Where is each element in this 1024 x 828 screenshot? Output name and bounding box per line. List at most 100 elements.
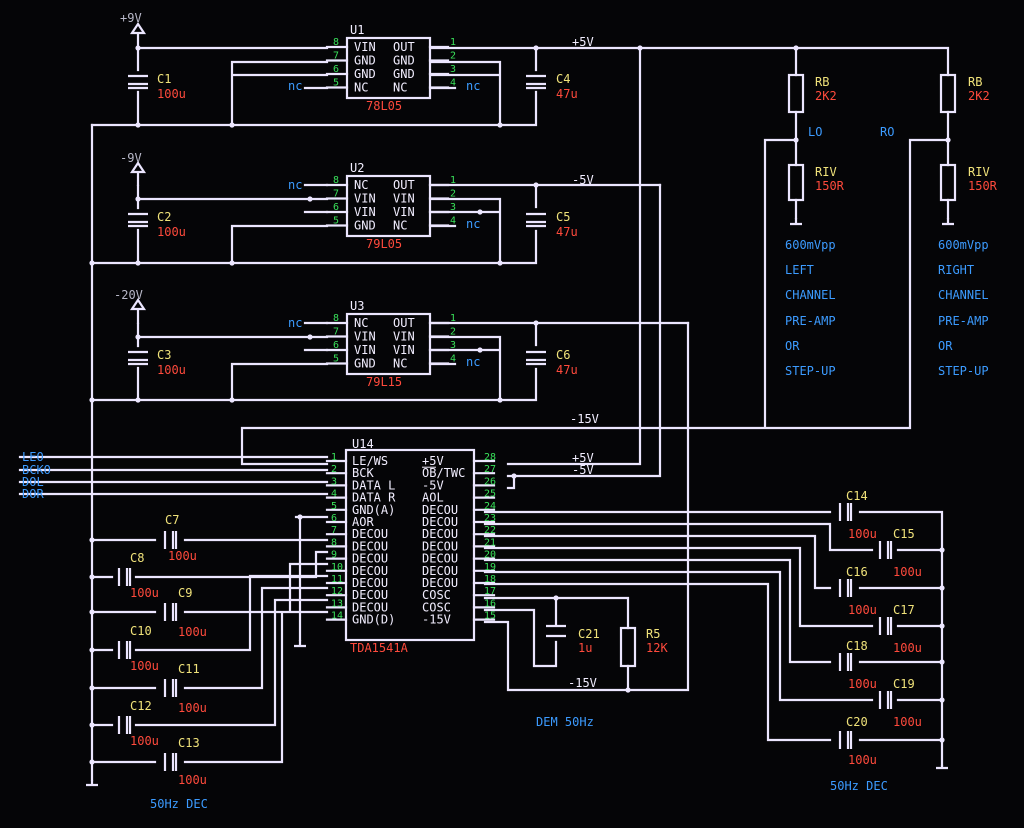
cap-ref: C7 [165,513,179,527]
pin-number: 2 [450,51,456,62]
pin-label: VIN [393,205,415,219]
dac-part: TDA1541A [350,641,409,655]
pin-number: 10 [331,562,343,573]
pin-number: 28 [484,452,496,463]
pin-label: OUT [393,40,415,54]
osc-rail-label: -15V [568,676,597,690]
rb-ref-left: RB [815,75,829,89]
pin-number: 7 [333,327,339,338]
pin-number: 9 [331,550,337,561]
pin-label: GND [393,67,415,81]
dac-rail-p5-label: +5V [572,451,594,465]
pin-number: 3 [331,476,337,487]
pin-label: AOR [352,515,374,529]
cap-value: 100u [130,659,159,673]
note-line: LEFT [785,263,814,277]
pin-label: LE/WS [352,454,388,468]
cap-ref: C5 [556,210,570,224]
input-label: LEO [22,450,44,464]
nc-label: nc [466,355,480,369]
pin-label: OB/TWC [422,466,465,480]
cap-value: 100u [157,87,186,101]
rail-m9: -9V [120,151,147,186]
dec-label-left: 50Hz DEC [150,797,208,811]
note-line: STEP-UP [785,364,836,378]
cap-ref: C11 [178,662,200,676]
rb-ref-right: RB [968,75,982,89]
left-decoupling-cap: C10 100u [117,624,159,673]
pin-label: DECOU [352,588,388,602]
pin-label: NC [354,316,368,330]
regulator-ref: U2 [350,161,364,175]
pin-number: 20 [484,550,496,561]
pin-number: 6 [331,513,337,524]
riv-ref-right: RIV [968,165,990,179]
cap-ref: C10 [130,624,152,638]
pin-number: 5 [333,216,339,227]
pin-number: 7 [331,525,337,536]
pin-number: 8 [331,537,337,548]
pin-number: 1 [450,37,456,48]
pin-number: 4 [450,78,456,89]
pin-label: DECOU [352,576,388,590]
cap-ref: C18 [846,639,868,653]
pin-number: 22 [484,525,496,536]
cap-ref: C4 [556,72,570,86]
regulator-body [345,312,432,376]
pin-number: 21 [484,537,496,548]
r5-ref: R5 [646,627,660,641]
note-line: CHANNEL [938,288,989,302]
cap-ref: C6 [556,348,570,362]
pin-number: 8 [333,313,339,324]
pin-label: AOL [422,491,444,505]
pin-number: 15 [484,611,496,622]
cap-value: 100u [178,625,207,639]
pin-label: VIN [354,205,376,219]
input-labels: LEO BCKO DOL DOR [22,450,51,501]
nc-label: nc [466,217,480,231]
dec-label-right: 50Hz DEC [830,779,888,793]
pin-label: OUT [393,316,415,330]
cap-value: 100u [130,734,159,748]
pin-label: GND [354,219,376,233]
pin-number: 5 [333,354,339,365]
pin-label: +5V [422,454,444,468]
pin-number: 23 [484,513,496,524]
pin-label: GND(D) [352,613,395,627]
cap-ref: C3 [157,348,171,362]
pin-label: NC [393,357,407,371]
ground-symbols [86,218,954,787]
c21-ref: C21 [578,627,600,641]
cap-value: 100u [157,363,186,377]
pin-number: 6 [333,64,339,75]
rail-m20: -20V [114,288,147,324]
note-line: PRE-AMP [785,314,836,328]
pin-number: 3 [450,340,456,351]
regulator-body [345,174,432,238]
pin-label: GND [354,357,376,371]
pin-label: OUT [393,178,415,192]
junction-dots [89,45,799,403]
regulator-ref: U1 [350,23,364,37]
cap-ref: C13 [178,736,200,750]
pin-label: DECOU [422,503,458,517]
pin-label: DATA L [352,478,395,492]
pin-label: NC [393,219,407,233]
output-section: RB 2K2 RIV 150R LO RB 2K2 RIV 150R RO [787,73,998,202]
cap-ref: C15 [893,527,915,541]
riv-value-right: 150R [968,179,998,193]
pin-label: NC [354,81,368,95]
node-right: RO [880,125,894,139]
pin-label: NC [393,81,407,95]
cap-ref: C17 [893,603,915,617]
pin-label: VIN [354,40,376,54]
pin-number: 18 [484,574,496,585]
